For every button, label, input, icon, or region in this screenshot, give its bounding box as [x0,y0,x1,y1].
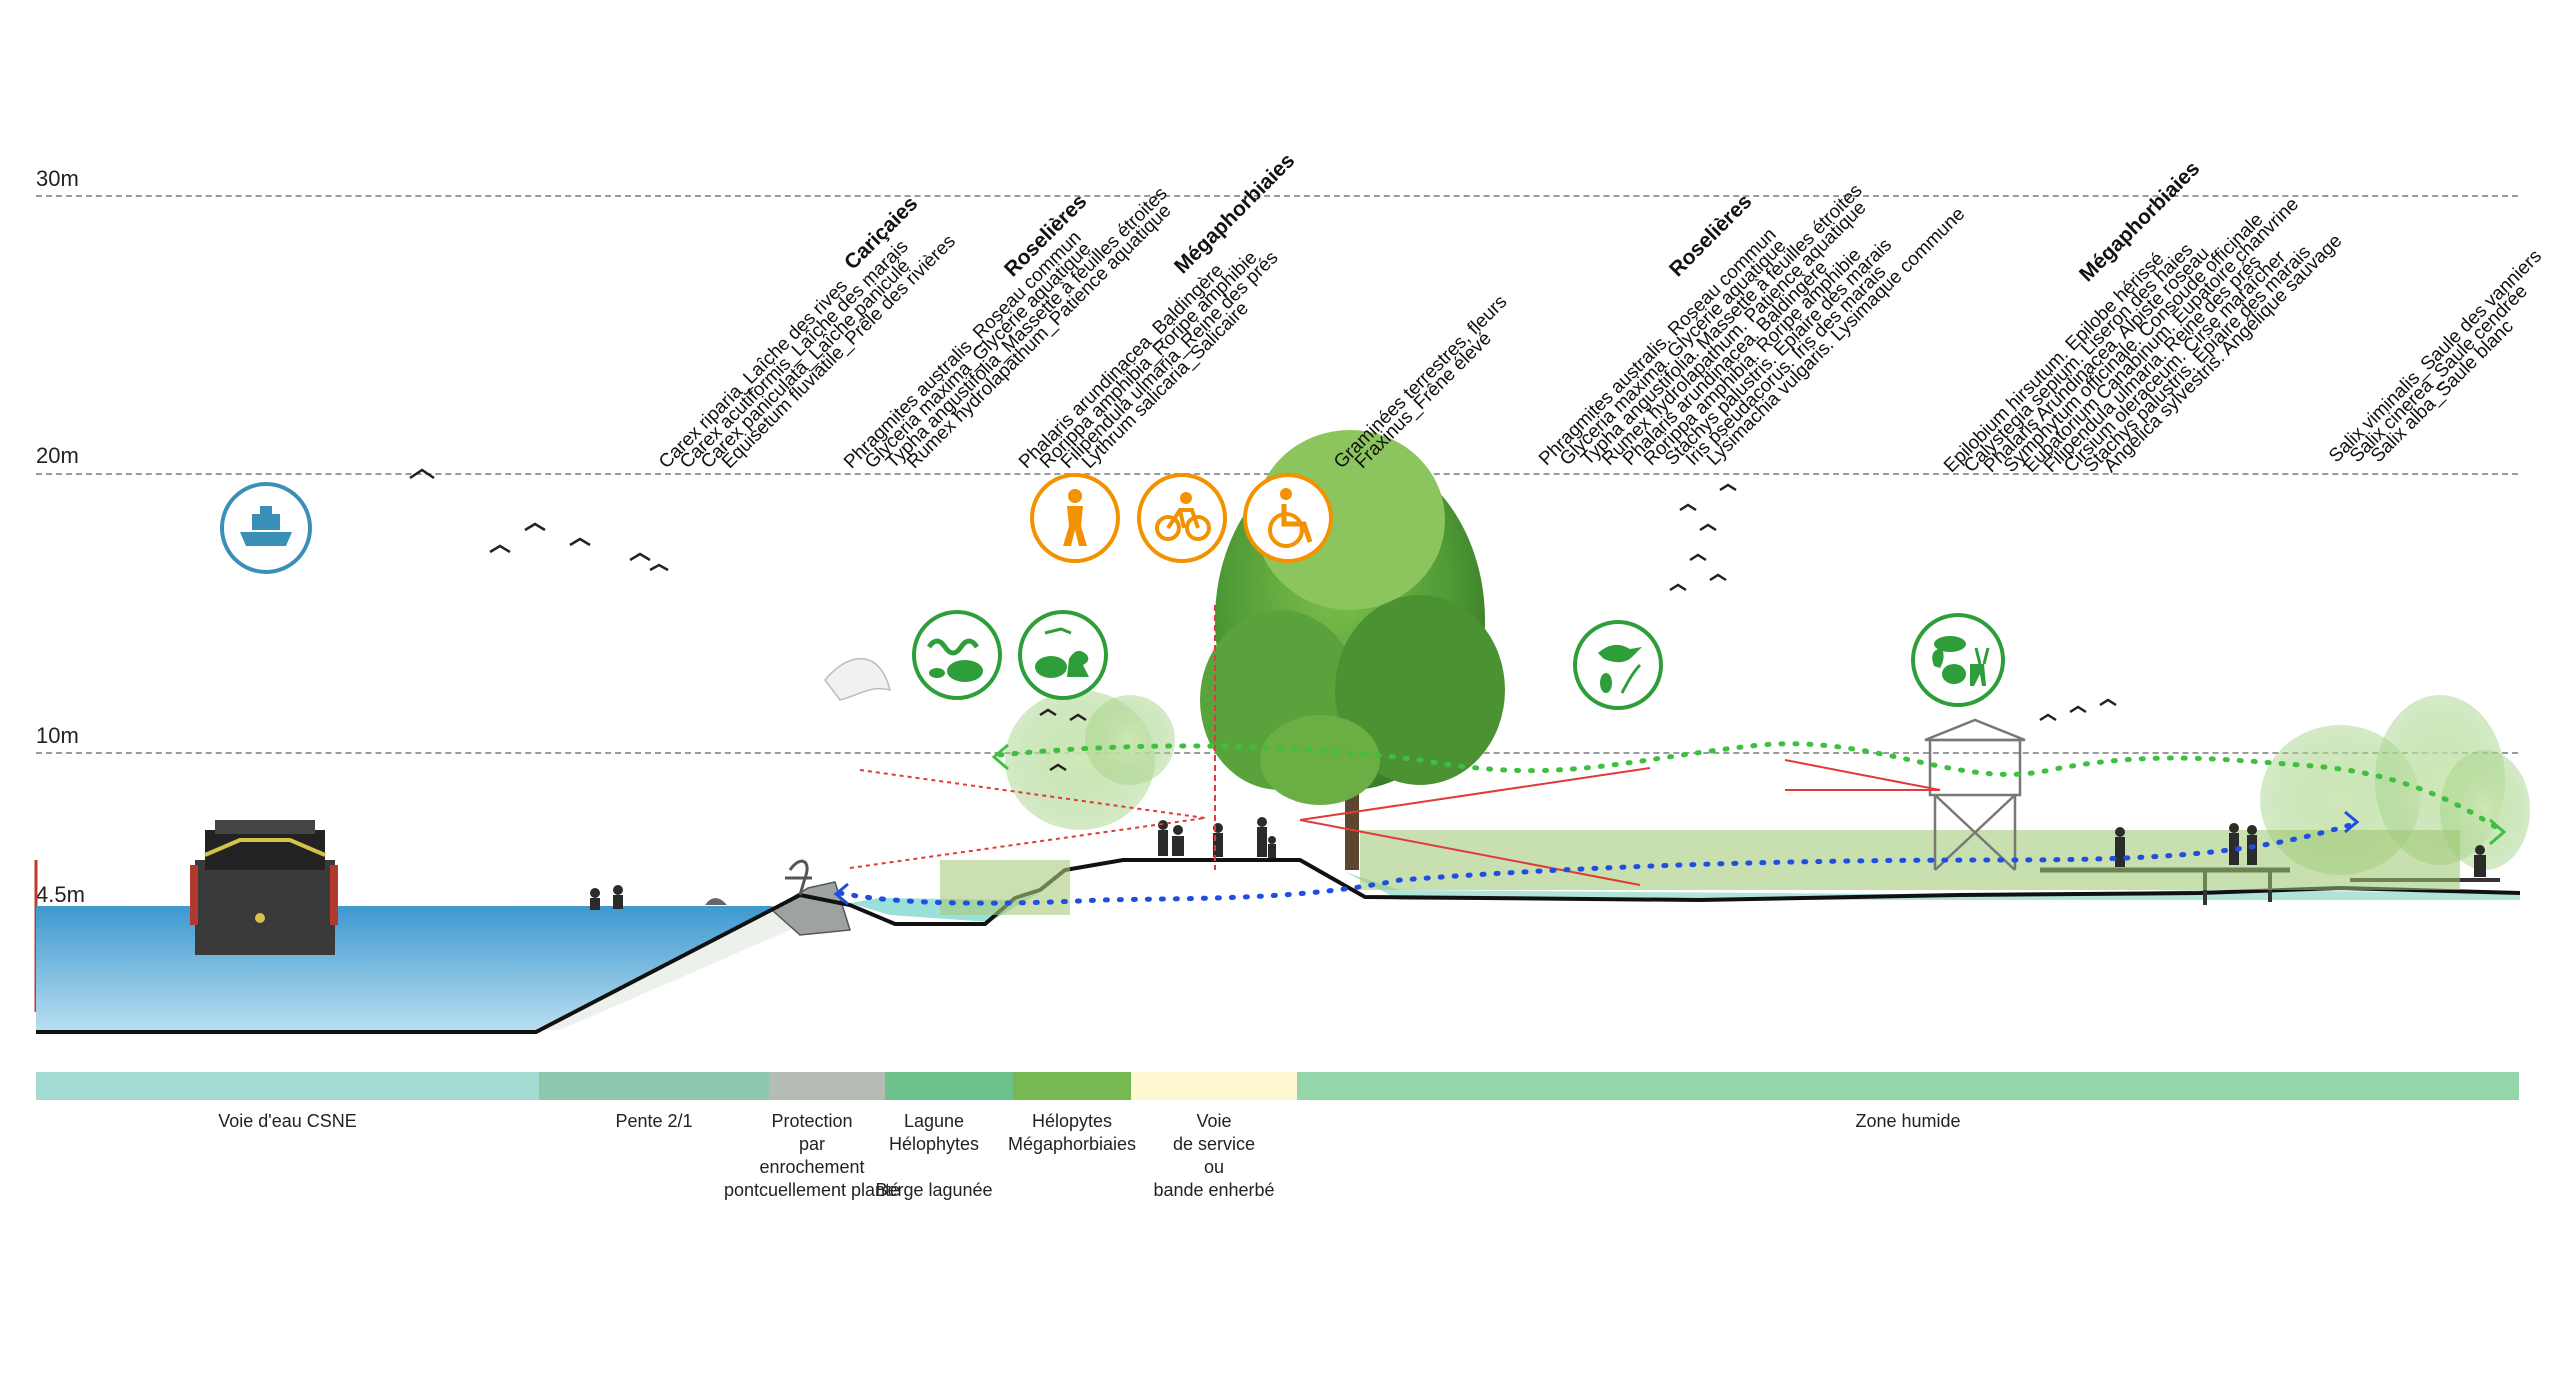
zone-label: Protection par enrochement pontcuellemen… [723,1111,901,1200]
zone-segment [539,1072,770,1100]
zone-segment [1131,1072,1298,1100]
reptile-beaver-icon [912,610,1002,700]
zone-segment [769,1072,886,1100]
zone-label: Zone humide [1855,1111,1961,1131]
zone-label: Voie d'eau CSNE [218,1111,357,1131]
height-line-30m [36,195,2518,197]
zone-segment [885,1072,1014,1100]
ash-tree [1200,430,1505,870]
egret [824,657,892,701]
bicycle-icon [1137,473,1227,563]
mammal-icon [1911,613,2005,707]
height-label-10m: 10m [36,723,79,748]
pedestrian-icon [1030,473,1120,563]
zone-label: Voie de service ou bande enherbé [1153,1111,1275,1200]
zone-label: Hélopytes Mégaphorbiaies [1007,1111,1137,1154]
barge [190,820,338,955]
height-label-20m: 20m [36,443,79,468]
people [590,817,2486,910]
zone-label: Lagune Hélophytes Berge lagunée [875,1111,993,1200]
zone-segment [36,1072,540,1100]
fish-path [837,822,2353,906]
wheelchair-icon [1243,473,1333,563]
slope-bank [536,905,810,1030]
height-label-4-5m: 4.5m [36,882,85,907]
view-lines [849,605,1941,886]
zone-segment [1013,1072,1132,1100]
boat-icon [220,482,312,574]
bird-path [997,741,2503,833]
reed-vegetation [1360,830,2460,890]
frog-duck-icon [1018,610,1108,700]
birds [409,468,2117,772]
duck [705,898,727,905]
height-label-30m: 30m [36,166,79,191]
zone-segment [1297,1072,2520,1100]
heron [785,859,812,896]
bird-insect-icon [1573,620,1663,710]
zone-label: Pente 2/1 [615,1111,693,1131]
